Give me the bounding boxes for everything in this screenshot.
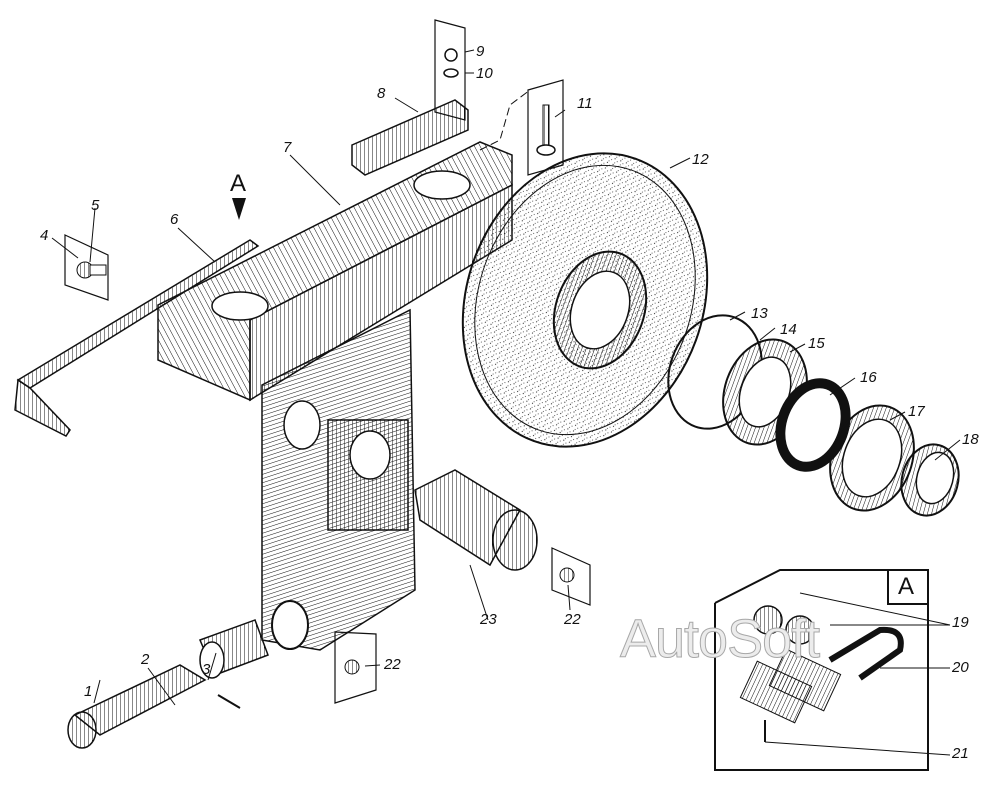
detail-view-a-label: A — [898, 573, 915, 600]
callout-5: 5 — [91, 197, 100, 214]
callout-6: 6 — [170, 211, 179, 228]
callout-8: 8 — [377, 85, 386, 102]
callout-1: 1 — [84, 683, 93, 700]
leader-lines — [51, 49, 961, 756]
main-beam — [157, 141, 513, 402]
bolt-inset-left — [64, 234, 109, 301]
callout-4: 4 — [40, 227, 49, 244]
callout-10: 10 — [476, 65, 493, 82]
grease-nipple-inset — [334, 547, 591, 704]
callout-22-sleeve: 22 — [564, 611, 581, 628]
bracket-bar — [14, 239, 260, 437]
callout-15: 15 — [808, 335, 825, 352]
callout-13: 13 — [751, 305, 768, 322]
detail-view-a — [714, 569, 929, 771]
callout-7: 7 — [283, 139, 292, 156]
watermark: AutoSoft — [619, 609, 820, 669]
callout-11: 11 — [577, 95, 593, 112]
drive-wheel — [461, 152, 709, 448]
clamp-block — [351, 19, 469, 176]
callout-20: 20 — [952, 659, 969, 676]
sleeve — [414, 469, 538, 571]
callout-2: 2 — [141, 651, 150, 668]
bolt-inset — [479, 79, 564, 176]
callout-21: 21 — [952, 745, 969, 762]
callout-17: 17 — [908, 403, 925, 420]
callout-14: 14 — [780, 321, 797, 338]
callout-22-arm: 22 — [384, 656, 401, 673]
callout-9: 9 — [476, 43, 485, 60]
view-marker-a: A — [230, 170, 247, 197]
callout-19: 19 — [952, 614, 969, 631]
view-a-arrow — [232, 198, 246, 220]
callout-12: 12 — [692, 151, 709, 168]
vertical-arm — [261, 308, 416, 651]
callout-23: 23 — [480, 611, 497, 628]
callout-3: 3 — [202, 661, 211, 678]
shaft-assembly — [67, 600, 309, 749]
bearing-stack — [667, 314, 960, 517]
callout-16: 16 — [860, 369, 877, 386]
callout-18: 18 — [962, 431, 979, 448]
